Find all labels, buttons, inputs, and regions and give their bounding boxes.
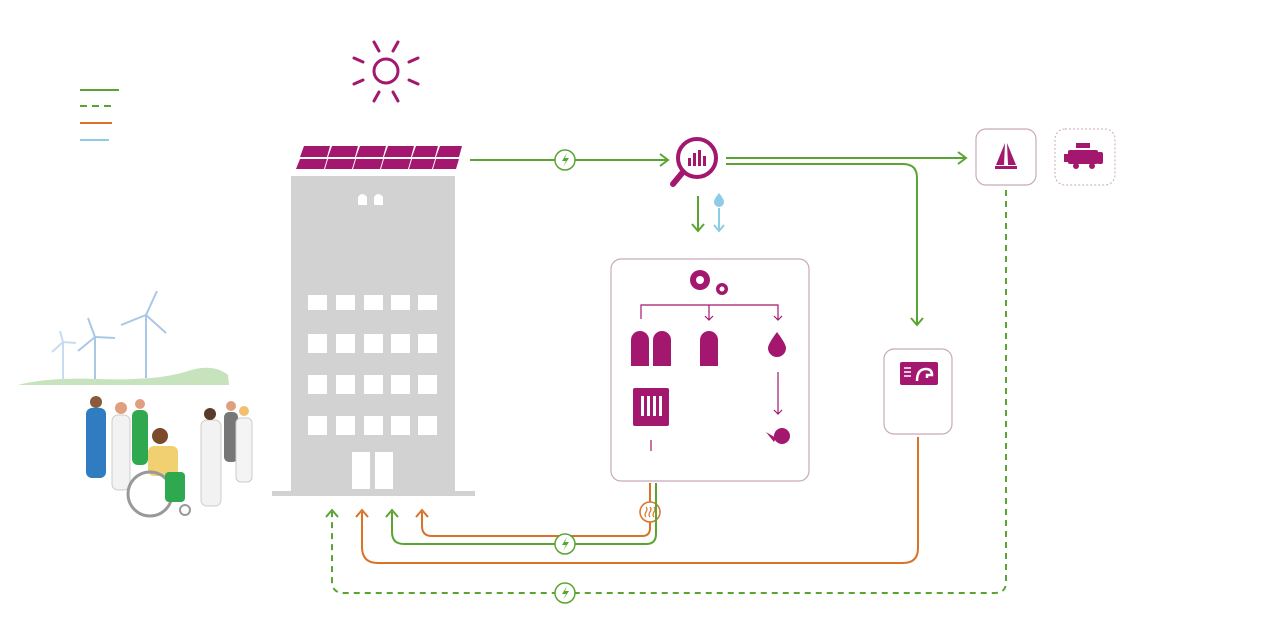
- vehicle-icon: [1064, 143, 1103, 169]
- lightning-icon: [554, 533, 576, 555]
- door-left: [352, 452, 370, 489]
- connector-water-to-processing: [713, 208, 725, 233]
- sun-icon: [352, 40, 420, 103]
- gears-icon: [690, 270, 728, 295]
- connector-monitoring-to-storage: [726, 163, 924, 327]
- connector-storage-to-building: [355, 437, 919, 564]
- sailboat-icon: [995, 143, 1017, 169]
- distribution-arrows: [640, 304, 783, 451]
- connector-monitoring-to-processing: [691, 196, 705, 233]
- building-windows: [308, 295, 437, 489]
- door-right: [375, 452, 393, 489]
- processing-unit-node: [610, 258, 810, 482]
- capsule-icon: [700, 331, 718, 366]
- connector-sailboat-to-building: [325, 190, 1007, 594]
- vehicle-node: [1054, 128, 1116, 186]
- solar-panel-icon: [296, 146, 462, 169]
- connector-processing-to-building-heat: [415, 483, 651, 537]
- storage-device-icon: [900, 362, 938, 385]
- sailboat-node: [975, 128, 1037, 186]
- heart-logo-icon: [358, 194, 383, 205]
- capsule-pair-icon: [631, 331, 671, 366]
- wind-turbine-icon: [18, 290, 229, 385]
- blood-drop-icon: [768, 332, 786, 357]
- lightning-icon: [554, 582, 576, 604]
- battery-storage-node: [883, 348, 953, 435]
- building-icon: [272, 176, 475, 496]
- connector-processing-to-building-electricity: [385, 483, 657, 545]
- magnifier-chart-icon: [670, 137, 718, 187]
- lightning-icon: [554, 149, 576, 171]
- watering-can-icon: [766, 428, 790, 444]
- people-illustration: [86, 396, 253, 518]
- water-drop-icon: [714, 193, 724, 207]
- radiator-icon: [633, 388, 669, 426]
- connector-monitoring-to-sailboat: [726, 151, 968, 165]
- legend: [80, 89, 119, 141]
